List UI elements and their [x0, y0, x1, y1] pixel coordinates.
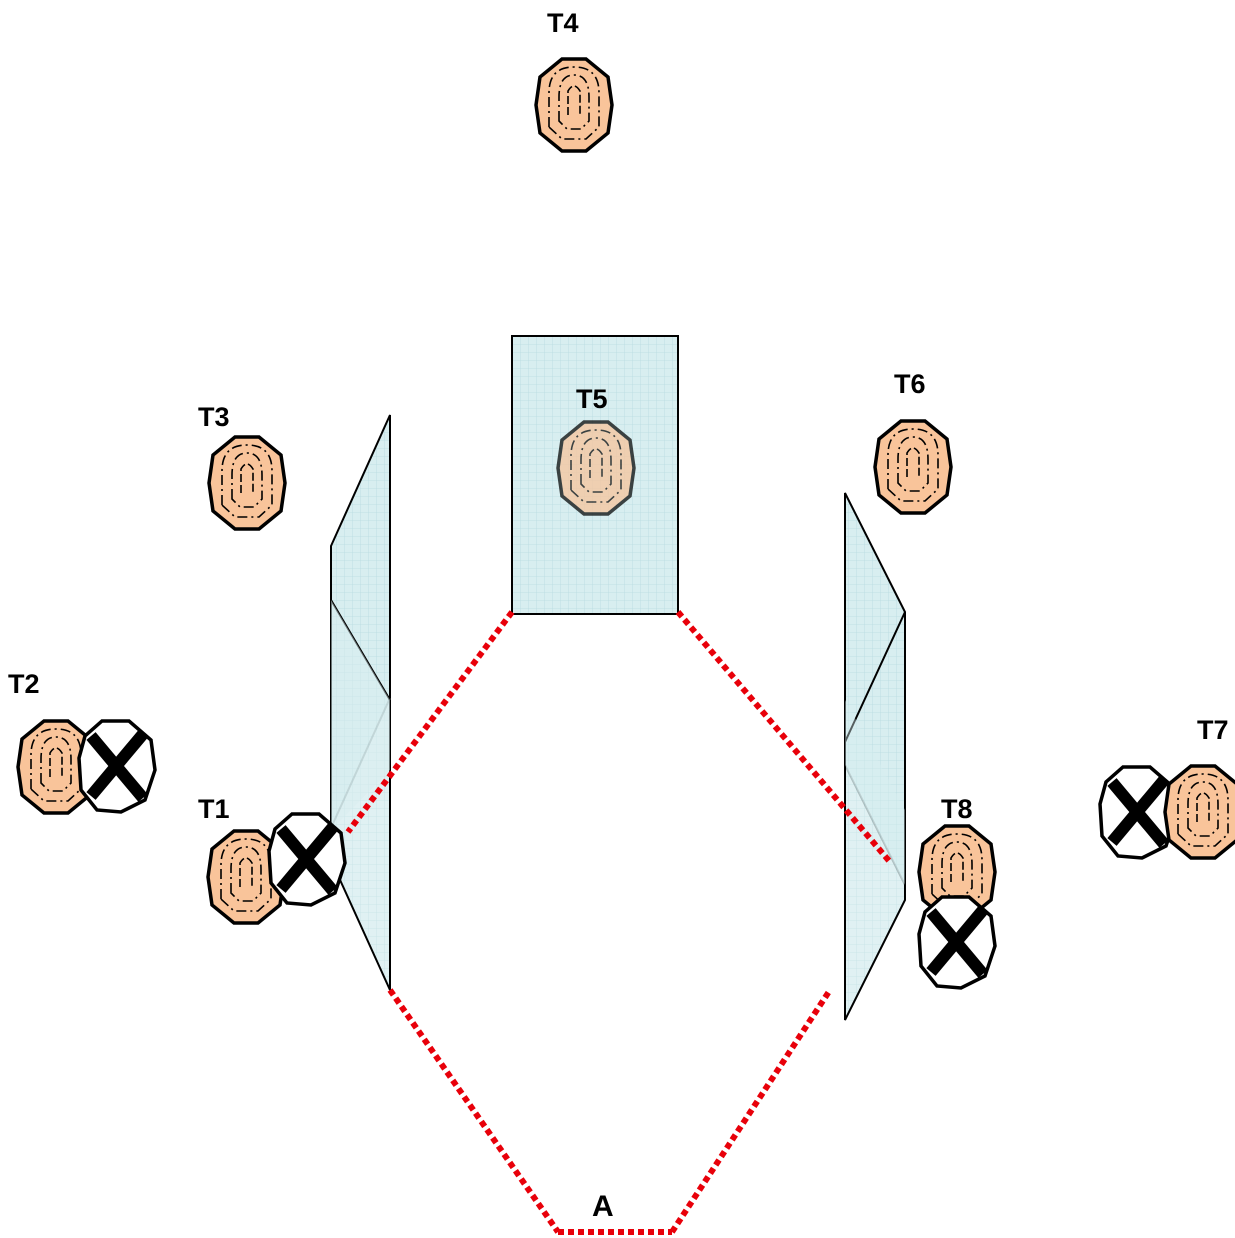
blocked-icon-t2: [79, 721, 155, 812]
right-panel: [844, 492, 906, 1021]
label-t6: T6: [894, 369, 926, 399]
label-t5: T5: [576, 384, 608, 414]
label-t1: T1: [198, 794, 230, 824]
target-icon-t7: [1163, 764, 1235, 860]
left-panel-overlap: [331, 600, 390, 830]
target-icon-t4: [534, 57, 614, 153]
target-icon-t3: [207, 435, 287, 531]
right-panel-overlap: [845, 700, 905, 885]
label-t4: T4: [547, 8, 579, 38]
label-t7: T7: [1197, 715, 1229, 745]
label-t3: T3: [198, 402, 230, 432]
label-point-a: A: [592, 1190, 614, 1223]
label-t8: T8: [941, 794, 973, 824]
red-path: [345, 610, 893, 1235]
blocked-icon-t1: [269, 814, 345, 905]
blocked-icon-t8: [919, 897, 995, 988]
label-t2: T2: [8, 669, 40, 699]
target-icon-t6: [873, 419, 953, 515]
target-icon-t5-hidden: [556, 420, 636, 516]
